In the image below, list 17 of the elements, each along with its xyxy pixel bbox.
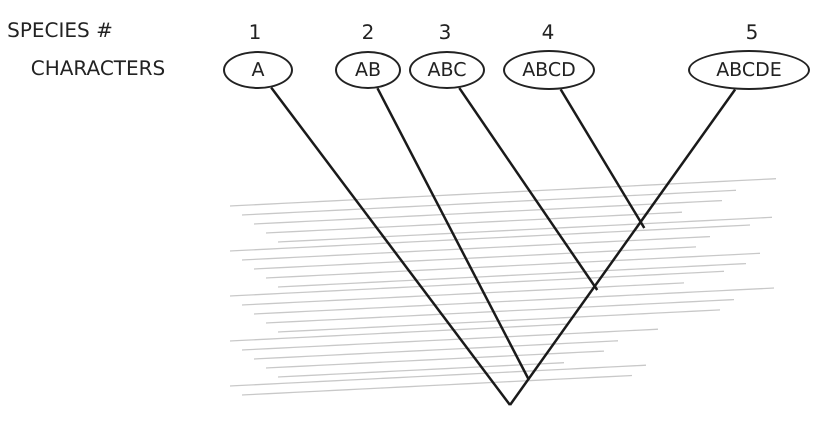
character-ellipse: ABC [409,51,485,89]
cladogram-branch [376,88,530,381]
cladogram-branch [458,87,598,291]
character-ellipse: ABCD [503,50,595,90]
cladogram-branch [270,86,511,406]
species-number: 5 [746,20,758,44]
species-number: 2 [362,20,374,44]
species-number: 1 [248,20,262,44]
cladogram-branch [560,88,646,229]
species-number: 4 [542,20,554,44]
heading: CHARACTERS [30,56,166,80]
character-ellipse: A [223,51,293,89]
cladogram-branch [508,88,736,406]
heading: SPECIES # [7,18,113,42]
character-ellipse: AB [335,51,401,89]
species-number: 3 [438,20,452,44]
character-ellipse: ABCDE [688,50,810,90]
